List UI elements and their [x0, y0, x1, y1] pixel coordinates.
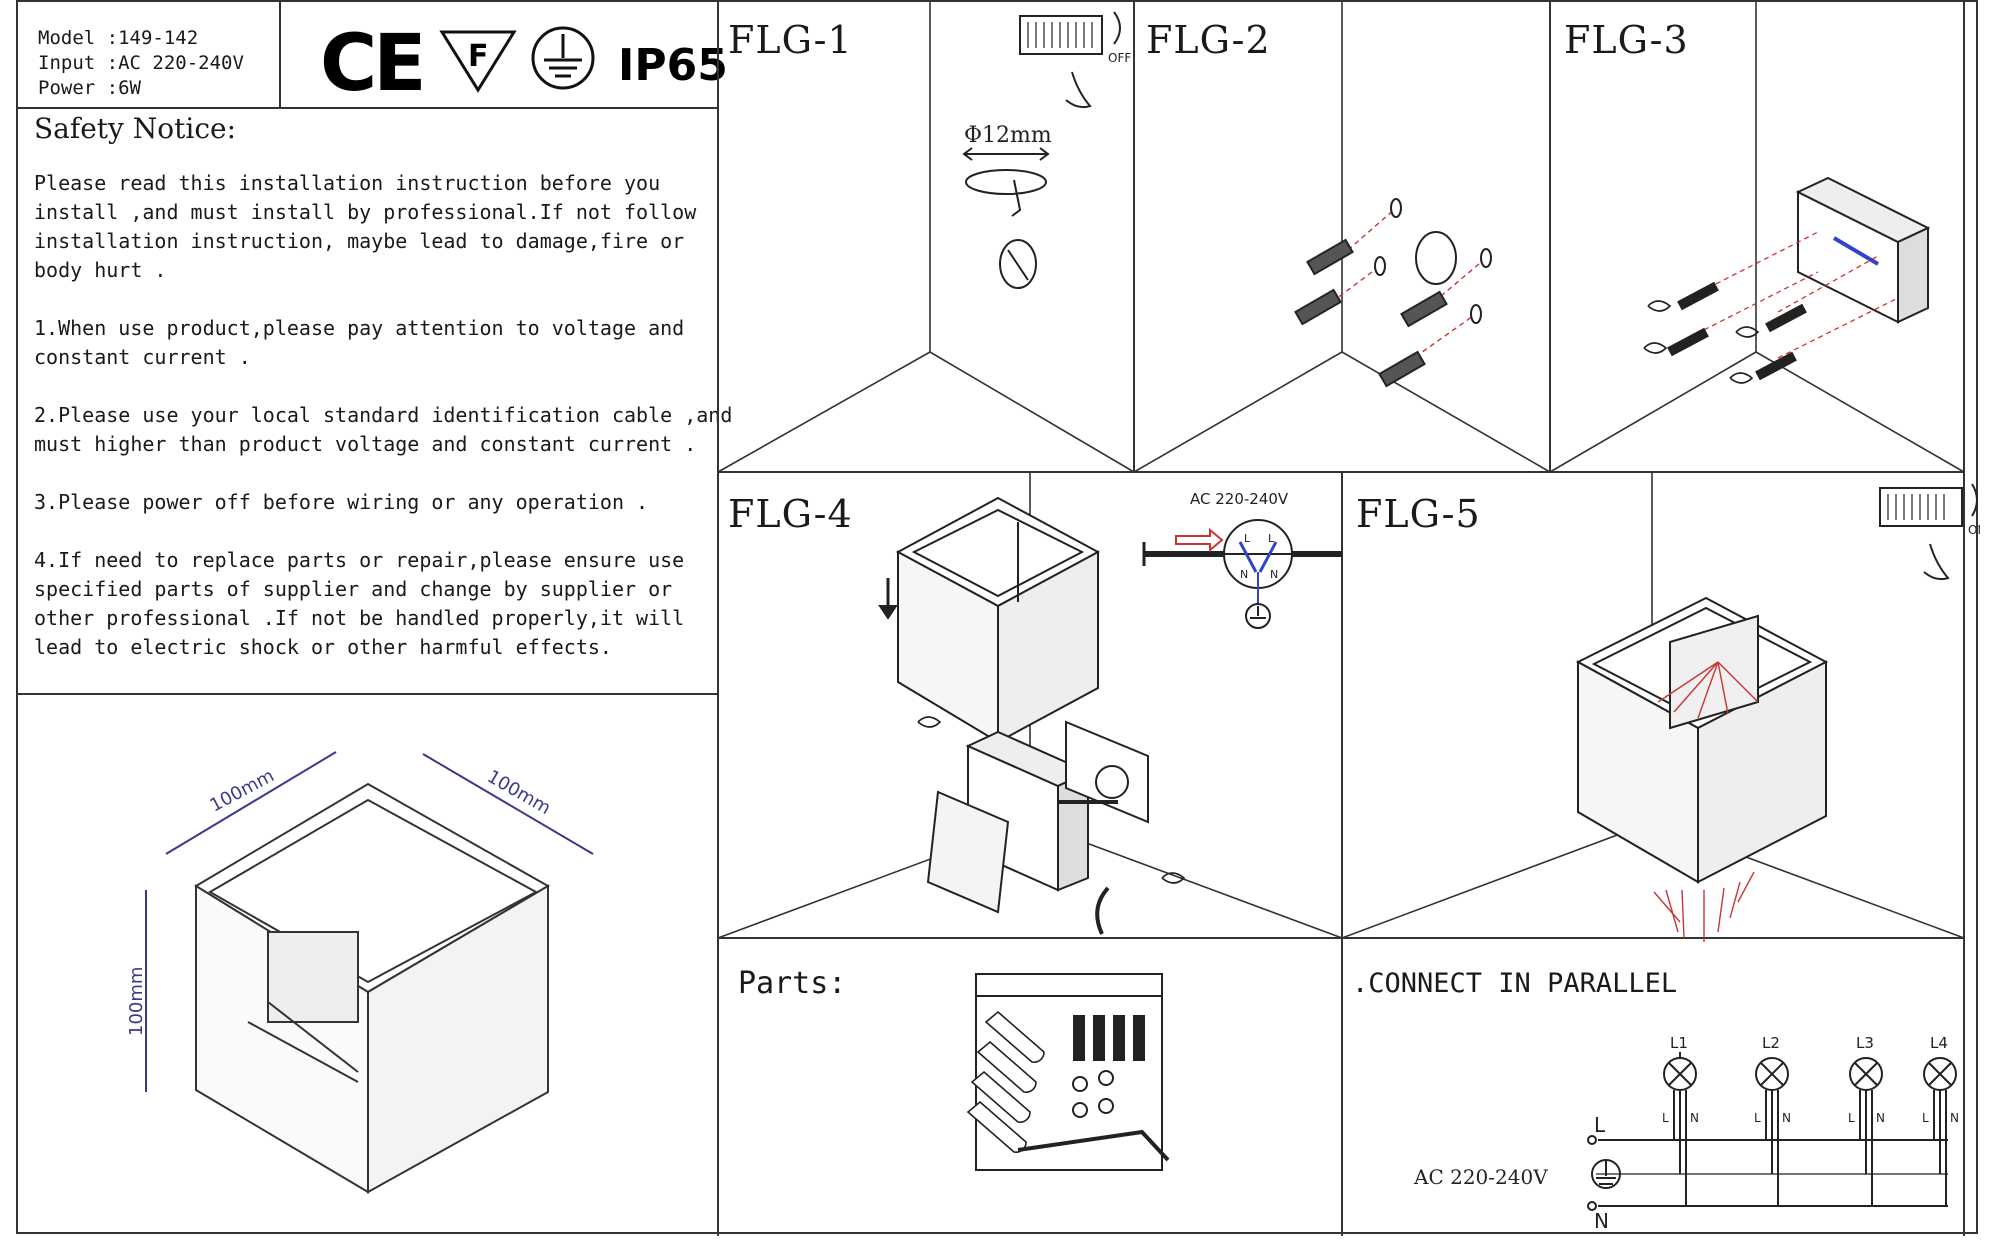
instruction-sheet: Model :149-142 Input :AC 220-240V Power …: [16, 0, 1980, 1236]
lamp-label-3: L3: [1856, 1034, 1874, 1052]
lamp2-pin-n: N: [1782, 1111, 1791, 1125]
flg5-drawing: [1575, 483, 1978, 942]
lamp-label-2: L2: [1762, 1034, 1780, 1052]
switch-on-icon: [1879, 483, 1978, 581]
parallel-wiring-diagram: [1587, 1052, 1957, 1211]
parallel-neutral-label: N: [1594, 1209, 1609, 1233]
flg3-drawing: [1643, 176, 1931, 384]
diagram-canvas: 100mm 100mm 100mm OFF Φ12mm: [18, 2, 1980, 1236]
parts-label: Parts:: [738, 966, 847, 1001]
lamp4-pin-n: N: [1950, 1111, 1959, 1125]
flg4-label: FLG-4: [728, 492, 853, 536]
parallel-label: .CONNECT IN PARALLEL: [1352, 968, 1678, 999]
flg1-drawing: OFF Φ12mm: [962, 11, 1131, 289]
safety-intro: Please read this installation instructio…: [34, 171, 697, 282]
lamp-label-4: L4: [1930, 1034, 1948, 1052]
lamp1-pin-n: N: [1690, 1111, 1699, 1125]
flg4-drawing: [878, 496, 1342, 935]
lamp2-pin-l: L: [1754, 1111, 1761, 1125]
switch-off-label: OFF: [1108, 51, 1131, 65]
ground-mark-icon: [531, 26, 595, 90]
spec-model: Model :149-142: [38, 27, 199, 49]
lamp3-pin-l: L: [1848, 1111, 1855, 1125]
drill-diameter: Φ12mm: [964, 123, 1052, 148]
safety-item-4: 4.If need to replace parts or repair,ple…: [34, 548, 685, 659]
parts-box: [966, 973, 1170, 1171]
safety-body: Please read this installation instructio…: [34, 169, 734, 691]
switch-off-icon: [1019, 11, 1121, 109]
lamp3-pin-n: N: [1876, 1111, 1885, 1125]
certification-marks: CE F IP65: [320, 19, 728, 109]
flg5-label: FLG-5: [1356, 492, 1481, 536]
product-drawing: 100mm 100mm 100mm: [126, 751, 594, 1194]
parallel-voltage: AC 220-240V: [1413, 1165, 1548, 1189]
safety-item-3: 3.Please power off before wiring or any …: [34, 490, 649, 514]
flg4-n-right: N: [1270, 568, 1278, 581]
safety-item-1: 1.When use product,please pay attention …: [34, 316, 685, 369]
lamp-label-1: L1: [1670, 1034, 1688, 1052]
flg3-label: FLG-3: [1564, 18, 1689, 62]
flg2-label: FLG-2: [1146, 18, 1271, 62]
flg4-l-right: L: [1268, 532, 1275, 545]
lamp1-pin-l: L: [1662, 1111, 1669, 1125]
switch-on-label: ON: [1968, 523, 1980, 537]
height-dimension: 100mm: [126, 967, 147, 1036]
lamp4-pin-l: L: [1922, 1111, 1929, 1125]
flg4-l-left: L: [1244, 532, 1251, 545]
spec-power: Power :6W: [38, 77, 141, 99]
parallel-line-label: L: [1594, 1113, 1606, 1137]
safety-item-2: 2.Please use your local standard identif…: [34, 403, 733, 456]
flg4-n-left: N: [1240, 568, 1248, 581]
f-mark-icon: F: [439, 30, 517, 93]
ip-rating: IP65: [618, 40, 728, 91]
spec-input: Input :AC 220-240V: [38, 52, 244, 74]
svg-text:F: F: [468, 39, 489, 74]
spec-block: Model :149-142 Input :AC 220-240V Power …: [38, 26, 244, 101]
grid-lines: [18, 2, 1965, 1236]
flg2-drawing: [1294, 198, 1492, 388]
flg1-label: FLG-1: [728, 18, 853, 62]
flg4-voltage: AC 220-240V: [1190, 490, 1289, 508]
ce-mark: CE: [320, 19, 423, 109]
safety-title: Safety Notice:: [34, 112, 237, 145]
